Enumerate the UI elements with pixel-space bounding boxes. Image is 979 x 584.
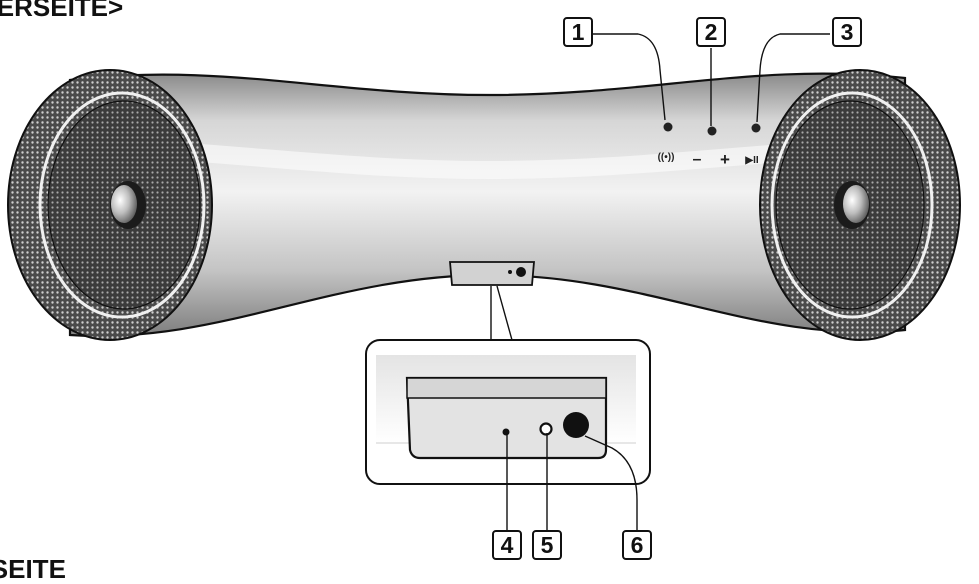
volume-up-symbol: +: [720, 150, 730, 169]
left-speaker: [7, 69, 213, 341]
volume-indicator-dot: [707, 126, 717, 136]
link-indicator-dot: [663, 122, 673, 132]
right-speaker: [759, 69, 961, 341]
wireless-symbol: ((•)): [658, 152, 675, 163]
callout-3: 3: [832, 17, 862, 47]
speaker-body: [68, 72, 907, 338]
play-indicator-dot: [751, 123, 761, 133]
callout-2: 2: [696, 17, 726, 47]
status-led: [502, 428, 510, 436]
power-jack: [563, 412, 589, 438]
volume-down-symbol: –: [693, 151, 702, 168]
back-detail-panel: [365, 339, 651, 485]
callout-6: 6: [622, 530, 652, 560]
back-connector-block: [449, 261, 535, 286]
callout-5: 5: [532, 530, 562, 560]
play-pause-symbol: ▶II: [744, 155, 758, 166]
callout-4: 4: [492, 530, 522, 560]
speaker-diagram: ((•)) – + ▶II: [7, 33, 961, 530]
callout-1: 1: [563, 17, 593, 47]
front-side-heading: DERSEITE>: [0, 0, 124, 22]
reset-button-hole: [539, 422, 553, 436]
